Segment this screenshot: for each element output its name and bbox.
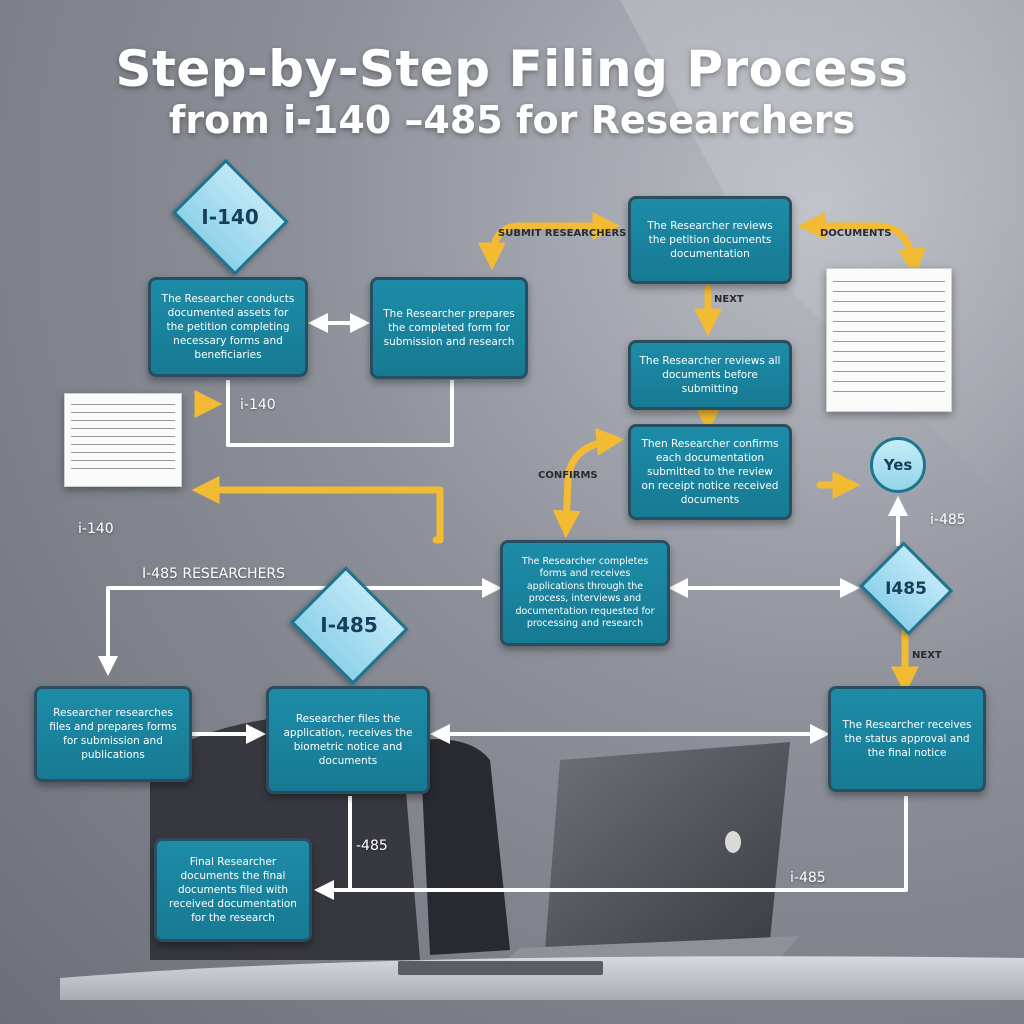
- label-i485-bottom-right: i-485: [790, 870, 826, 886]
- yellow-label-top-left: SUBMIT RESEARCHERS: [498, 228, 627, 239]
- decision-label: I-140: [201, 205, 259, 229]
- title-line-2: from i-140 –485 for Researchers: [168, 98, 856, 142]
- yellow-label-down-right: NEXT: [912, 650, 942, 661]
- process-box-text: Researcher files the application, receiv…: [283, 713, 413, 767]
- yellow-arrow-top-right: [797, 212, 926, 277]
- label-i485-researchers: I-485 RESEARCHERS: [142, 566, 286, 582]
- process-box-5[interactable]: Then Researcher confirms each documentat…: [628, 424, 792, 520]
- label-i140-left: i-140: [78, 521, 114, 537]
- process-box-text: The Researcher receives the status appro…: [842, 719, 972, 759]
- connector-loop-left: [226, 380, 454, 447]
- process-box-3[interactable]: The Researcher reviews the petition docu…: [628, 196, 792, 284]
- process-box-4[interactable]: The Researcher reviews all documents bef…: [628, 340, 792, 410]
- process-box-text: The Researcher conducts documented asset…: [161, 293, 295, 361]
- decision-i485-right[interactable]: I485: [858, 541, 954, 637]
- label-i485-right: i-485: [930, 512, 966, 528]
- decision-i485-left[interactable]: I-485: [289, 565, 409, 685]
- process-box-text: Final Researcher documents the final doc…: [169, 856, 297, 924]
- desk-device: [398, 961, 603, 975]
- process-box-9[interactable]: The Researcher receives the status appro…: [828, 686, 986, 792]
- process-box-8[interactable]: Researcher files the application, receiv…: [266, 686, 430, 794]
- yellow-label-top-right: DOCUMENTS: [820, 228, 892, 239]
- process-box-text: The Researcher reviews all documents bef…: [639, 355, 781, 395]
- yellow-arrow-top-left: [478, 212, 621, 271]
- process-box-2[interactable]: The Researcher prepares the completed fo…: [370, 277, 528, 379]
- yellow-label-mid-left: CONFIRMS: [538, 470, 598, 481]
- laptop-logo: [725, 831, 741, 853]
- document-left: [64, 393, 182, 487]
- process-box-7[interactable]: Researcher researches files and prepares…: [34, 686, 192, 782]
- process-box-text: The Researcher prepares the completed fo…: [383, 308, 515, 348]
- label-i140-doc: i-140: [240, 397, 276, 413]
- process-box-text: The Researcher completes forms and recei…: [515, 555, 655, 630]
- yellow-label-down-top: NEXT: [714, 294, 744, 305]
- decision-i140[interactable]: I-140: [171, 158, 289, 276]
- laptop-screen: [545, 742, 790, 950]
- process-box-1[interactable]: The Researcher conducts documented asset…: [148, 277, 308, 377]
- label-i485-bottom-mid: -485: [356, 838, 388, 854]
- desk-top: [60, 956, 1024, 1000]
- yellow-return-path: [191, 476, 444, 544]
- connector-box9-to-box10: [314, 796, 908, 900]
- decision-label: I485: [885, 579, 927, 599]
- title-line-1: Step-by-Step Filing Process: [115, 40, 909, 98]
- document-right: [826, 268, 952, 412]
- process-box-text: Researcher researches files and prepares…: [49, 707, 177, 761]
- yes-label: Yes: [883, 456, 913, 474]
- decision-yes[interactable]: Yes: [870, 437, 926, 493]
- process-box-10[interactable]: Final Researcher documents the final doc…: [154, 838, 312, 942]
- process-box-6[interactable]: The Researcher completes forms and recei…: [500, 540, 670, 646]
- process-box-text: Then Researcher confirms each documentat…: [641, 438, 779, 506]
- decision-label: I-485: [320, 613, 378, 637]
- chair-back: [420, 739, 510, 955]
- process-box-text: The Researcher reviews the petition docu…: [647, 220, 773, 260]
- yellow-arrow-mid-left: [552, 427, 625, 539]
